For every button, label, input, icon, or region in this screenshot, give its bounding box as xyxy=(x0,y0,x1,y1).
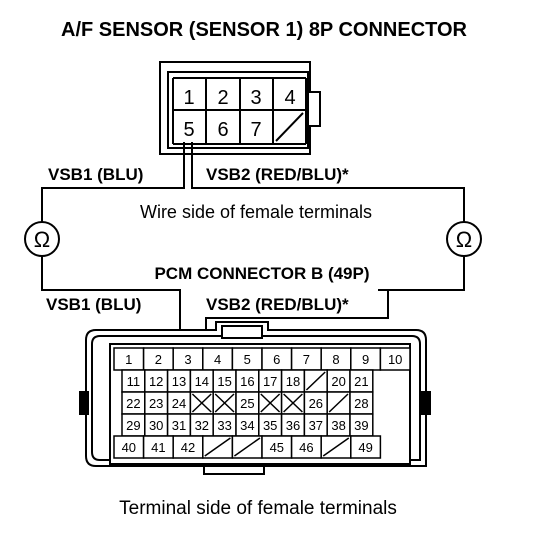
pcm-terminal-number: 37 xyxy=(309,418,323,433)
pcm-terminal-number: 40 xyxy=(122,440,136,455)
sensor-terminal-1: 1 xyxy=(183,87,194,109)
pcm-terminal-number: 41 xyxy=(151,440,165,455)
wire-side-caption: Wire side of female terminals xyxy=(140,202,372,222)
pcm-terminal-number: 38 xyxy=(331,418,345,433)
blank-cavity-mark xyxy=(283,393,303,413)
pcm-terminal-number: 26 xyxy=(309,396,323,411)
ohmmeter-right: Ω xyxy=(446,221,482,257)
pcm-terminal-number: 24 xyxy=(172,396,186,411)
pcm-terminal-number: 11 xyxy=(127,374,141,389)
pcm-terminal-number: 6 xyxy=(273,352,280,367)
pcm-terminal-number: 46 xyxy=(299,440,313,455)
blank-cavity-mark xyxy=(322,437,350,457)
pcm-terminal-number: 35 xyxy=(263,418,277,433)
pcm-terminal-number: 3 xyxy=(184,352,191,367)
pcm-terminal-number: 4 xyxy=(214,352,221,367)
pcm-terminal-number: 15 xyxy=(217,374,231,389)
pcm-terminal-number: 33 xyxy=(217,418,231,433)
sensor-terminal-4: 4 xyxy=(284,87,295,109)
diagram-title: A/F SENSOR (SENSOR 1) 8P CONNECTOR xyxy=(61,19,468,41)
sensor-wires xyxy=(41,142,465,222)
pcm-terminal-number: 14 xyxy=(195,374,209,389)
meter-wires xyxy=(41,256,465,291)
pcm-terminal-number: 39 xyxy=(354,418,368,433)
pcm-terminal-number: 10 xyxy=(388,352,402,367)
pcm-terminal-number: 28 xyxy=(354,396,368,411)
sensor-terminal-7: 7 xyxy=(250,119,261,141)
vsb2-label-top: VSB2 (RED/BLU)* xyxy=(206,165,349,184)
pcm-terminal-number: 25 xyxy=(240,396,254,411)
pcm-terminal-number: 18 xyxy=(286,374,300,389)
pcm-terminal-number: 8 xyxy=(332,352,339,367)
pcm-terminal-number: 34 xyxy=(240,418,254,433)
sensor-terminal-5: 5 xyxy=(183,119,194,141)
sensor-terminal-2: 2 xyxy=(217,87,228,109)
pcm-terminal-number: 42 xyxy=(181,440,195,455)
sensor-terminal-6: 6 xyxy=(217,119,228,141)
pcm-terminal-number: 13 xyxy=(172,374,186,389)
pcm-terminal-number: 9 xyxy=(362,352,369,367)
blank-cavity-mark xyxy=(233,437,261,457)
pcm-terminal-number: 29 xyxy=(126,418,140,433)
blank-cavity-mark xyxy=(191,393,212,413)
blank-cavity-mark xyxy=(214,393,235,413)
pcm-terminal-number: 7 xyxy=(303,352,310,367)
pcm-terminal-number: 36 xyxy=(286,418,300,433)
pcm-terminal-number: 20 xyxy=(331,374,345,389)
blank-cavity-mark xyxy=(275,112,304,142)
vsb2-label-bottom: VSB2 (RED/BLU)* xyxy=(206,295,349,314)
pcm-terminal-number: 31 xyxy=(172,418,186,433)
pcm-cavity xyxy=(379,347,411,371)
pcm-terminal-number: 32 xyxy=(195,418,209,433)
pcm-terminal-number: 21 xyxy=(354,374,368,389)
pcm-terminal-number: 30 xyxy=(149,418,163,433)
vsb1-label-top: VSB1 (BLU) xyxy=(48,165,143,184)
sensor-connector: 1 2 3 4 5 6 7 xyxy=(159,61,321,155)
blank-cavity-mark xyxy=(328,393,349,413)
pcm-terminal-number: 22 xyxy=(126,396,140,411)
terminal-side-caption: Terminal side of female terminals xyxy=(119,498,397,519)
vsb1-label-bottom: VSB1 (BLU) xyxy=(46,295,141,314)
blank-cavity-mark xyxy=(305,371,326,391)
pcm-cavity xyxy=(350,435,382,459)
pcm-terminal-number: 2 xyxy=(155,352,162,367)
pcm-terminal-number: 17 xyxy=(263,374,277,389)
pcm-terminal-number: 49 xyxy=(358,440,372,455)
pcm-terminal-number: 1 xyxy=(125,352,132,367)
pcm-terminal-number: 12 xyxy=(149,374,163,389)
blank-cavity-mark xyxy=(260,393,281,413)
pcm-terminal-number: 45 xyxy=(270,440,284,455)
ohm-icon: Ω xyxy=(456,227,472,252)
blank-cavity-mark xyxy=(204,437,231,457)
ohmmeter-left: Ω xyxy=(24,221,60,257)
pcm-terminal-number: 5 xyxy=(244,352,251,367)
pcm-terminal-number: 23 xyxy=(149,396,163,411)
pcm-terminal-number: 16 xyxy=(240,374,254,389)
sensor-terminal-3: 3 xyxy=(250,87,261,109)
ohm-icon: Ω xyxy=(34,227,50,252)
pcm-connector-label: PCM CONNECTOR B (49P) xyxy=(154,264,369,283)
